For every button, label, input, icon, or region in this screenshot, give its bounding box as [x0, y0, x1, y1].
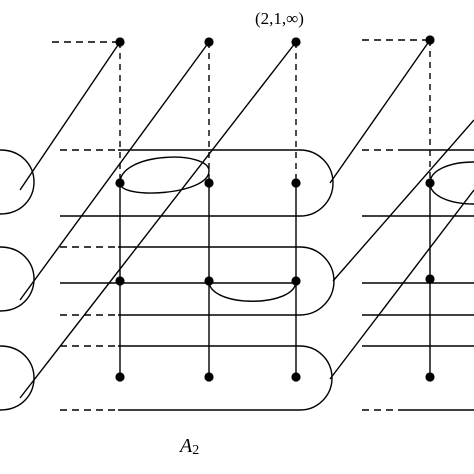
diagonal-edge	[329, 189, 474, 380]
loop-arc	[0, 149, 35, 215]
graph-node	[425, 35, 435, 45]
point-label: (2,1,∞)	[255, 9, 304, 28]
cap-arc	[299, 345, 333, 411]
nodes	[115, 35, 435, 382]
graph-node	[115, 276, 125, 286]
left-loops	[0, 149, 35, 411]
graph-node	[291, 276, 301, 286]
graph-node	[204, 178, 214, 188]
vertical-columns	[119, 183, 431, 377]
right-caps	[299, 149, 335, 411]
diagonal-edge	[332, 119, 474, 282]
diagonal-edge	[19, 41, 297, 399]
graph-label-letter: A	[178, 435, 193, 457]
diagonal-edge	[19, 41, 210, 301]
graph-node	[115, 372, 125, 382]
loop-arc	[0, 345, 35, 411]
graph-node	[291, 178, 301, 188]
loop-arc	[0, 246, 35, 312]
dashed-edges	[52, 39, 428, 411]
graph-node	[425, 178, 435, 188]
dashed-verticals	[119, 40, 431, 183]
graph-node	[204, 37, 214, 47]
graph-node	[204, 372, 214, 382]
graph-node	[425, 274, 435, 284]
cap-arc	[299, 246, 335, 316]
graph-node	[204, 276, 214, 286]
oval-loop	[119, 156, 210, 194]
graph-node	[115, 178, 125, 188]
diagonal-edge	[19, 41, 121, 191]
cap-arc	[299, 149, 334, 217]
diagonal-edges	[19, 39, 474, 399]
graph-label: A2	[178, 435, 199, 458]
diagonal-edge	[329, 39, 431, 184]
u-loop	[208, 280, 297, 302]
graph-node	[115, 37, 125, 47]
graph-node	[291, 372, 301, 382]
graph-node	[425, 372, 435, 382]
graph-label-subscript: 2	[192, 443, 199, 458]
graph-node	[291, 37, 301, 47]
